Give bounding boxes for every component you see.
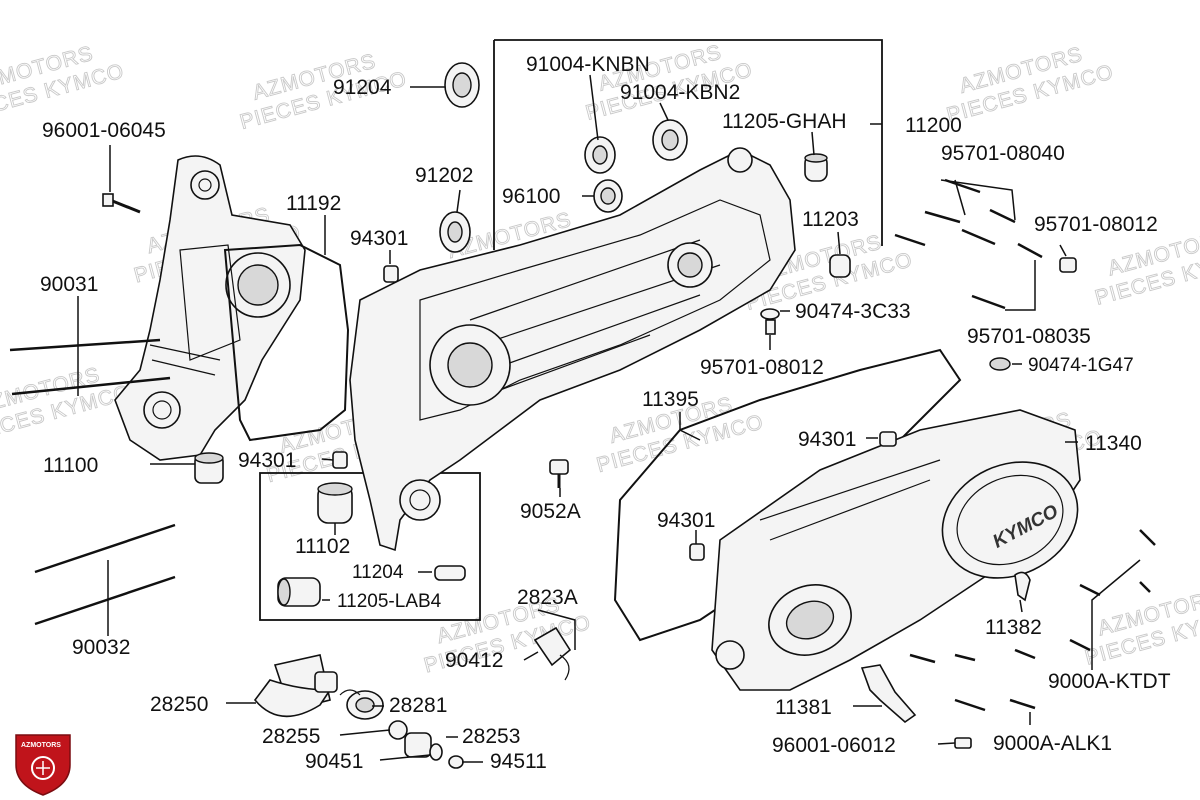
label-90032: 90032 [72,636,130,659]
kick-shaft-28250 [253,654,338,718]
label-11382: 11382 [985,616,1042,639]
dowel-94301-top [383,265,399,283]
label-11203: 11203 [802,208,859,231]
bolt-96001-06012 [954,737,972,749]
label-95701-08035: 95701-08035 [967,325,1091,348]
transmission-cover: KYMCO [711,409,1081,691]
label-96001-06012: 96001-06012 [772,734,896,757]
bracket-11381 [860,664,917,724]
label-91004-kbn2: 91004-KBN2 [620,81,740,104]
bolts-9000a-alk1 [954,698,1036,712]
studs-90032 [34,523,176,626]
washer-28255 [388,720,408,740]
label-2823a: 2823A [517,586,578,609]
spring-28281 [339,689,384,720]
label-94301-top: 94301 [350,227,408,250]
bushing-28253 [404,732,432,758]
kick-lever-2823a [533,626,572,681]
pin-11203 [829,254,851,278]
label-11100: 11100 [43,454,98,477]
label-91202: 91202 [415,164,473,187]
label-9000a-ktdt: 9000A-KTDT [1048,670,1171,693]
bearing-91004-kbn2 [652,119,688,161]
label-94301-right: 94301 [798,428,856,451]
label-96001-06045: 96001-06045 [42,119,166,142]
label-28253: 28253 [462,725,520,748]
label-96100: 96100 [502,185,560,208]
bolts-9000a-ktdt [909,529,1156,664]
bearing-91004-knbn [584,136,616,174]
bolt-9052a [549,459,569,488]
logo-text: AZMOTORS [21,742,61,749]
label-28281: 28281 [389,694,447,717]
washer-90474-3c33 [760,308,780,335]
dowel-94301-right [879,431,897,447]
label-90451: 90451 [305,750,363,773]
label-11205-lab4: 11205-LAB4 [337,591,442,612]
azmotors-logo: AZMOTORS [15,734,71,796]
label-11340: 11340 [1085,432,1142,455]
label-90031: 90031 [40,273,98,296]
label-95701-08012-center: 95701-08012 [700,356,824,379]
clamp-11382 [1014,571,1031,602]
label-90474-1g47: 90474-1G47 [1028,355,1134,376]
washer-90474-1g47 [989,357,1011,371]
bushing-11205-ghah [804,153,828,182]
right-crankcase [349,147,796,552]
bushing-11205-lab4 [277,577,321,607]
bushing-11102 [317,482,353,524]
label-90474-3c33: 90474-3C33 [795,300,911,323]
washer-90451 [429,743,443,761]
label-28255: 28255 [262,725,320,748]
label-11200: 11200 [905,114,962,137]
label-9052a: 9052A [520,500,581,523]
label-11192: 11192 [286,192,341,215]
clip-94511 [448,755,464,769]
sleeve-11204 [434,565,466,581]
label-94301-gasket: 94301 [657,509,715,532]
bearing-91204 [444,62,480,108]
label-90412: 90412 [445,649,503,672]
label-11204: 11204 [352,562,404,583]
label-11395: 11395 [642,388,699,411]
label-94511: 94511 [490,750,547,773]
part-labels: 91204 91004-KNBN 91004-KBN2 11205-GHAH 1… [40,53,1171,773]
label-11381: 11381 [775,696,832,719]
label-95701-08012-right: 95701-08012 [1034,213,1158,236]
bolt-95701-08012-right [1059,257,1077,273]
left-crankcase [114,155,306,484]
label-94301-left: 94301 [238,449,296,472]
label-95701-08040: 95701-08040 [941,142,1065,165]
label-11102: 11102 [295,535,350,558]
crankcase-gasket [223,243,350,442]
dowel-94301-gasket [689,543,705,561]
studs-90031 [9,338,171,396]
bearing-96100 [593,179,623,213]
label-11205-ghah: 11205-GHAH [722,110,847,133]
leader-lines [77,74,1141,763]
bolts-95701-08040 [894,178,1043,310]
label-91204: 91204 [333,76,392,99]
label-28250: 28250 [150,693,208,716]
dowel-94301-left [332,451,348,469]
bolt-96001-06045 [102,193,141,214]
seal-91202 [439,211,471,253]
label-91004-knbn: 91004-KNBN [526,53,650,76]
group-box-11200 [494,39,883,246]
label-9000a-alk1: 9000A-ALK1 [993,732,1112,755]
